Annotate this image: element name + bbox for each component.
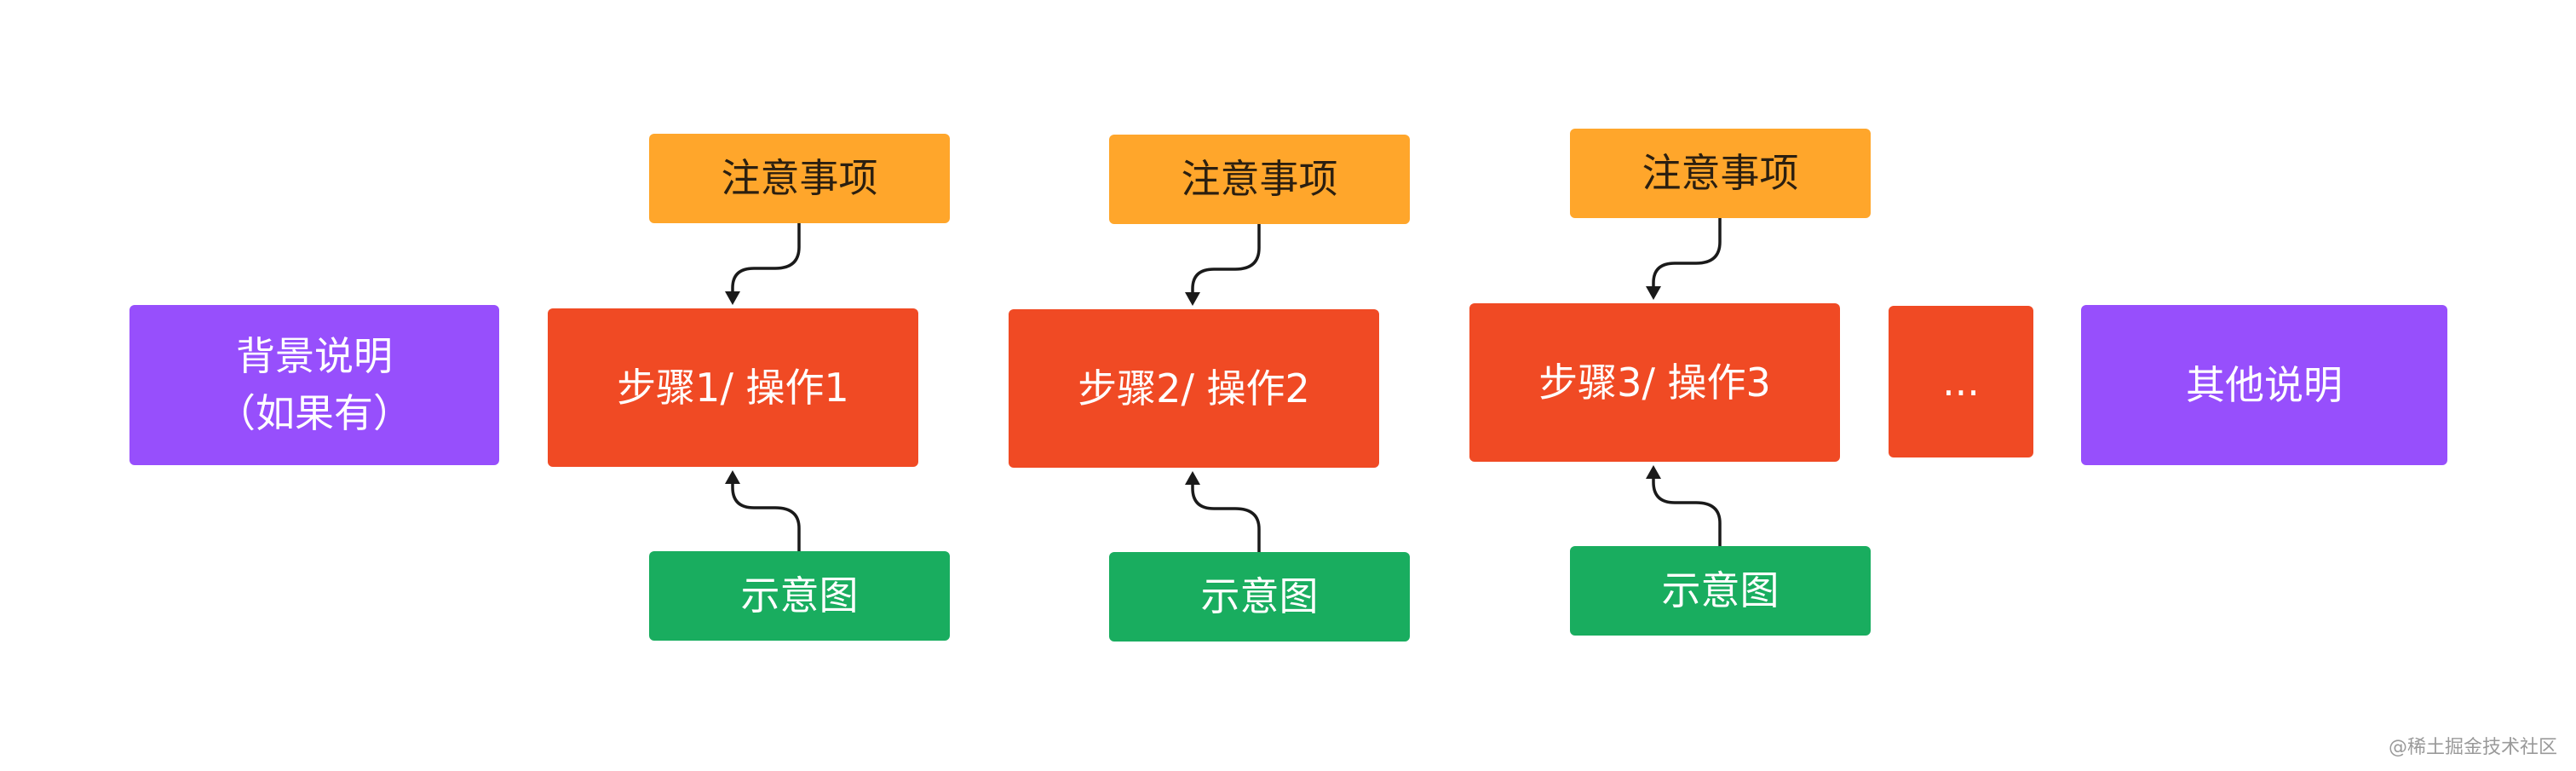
watermark: @稀土掘金技术社区 xyxy=(2388,737,2557,758)
note-label-2: 注意事项 xyxy=(1181,156,1338,203)
ellipsis-node: ... xyxy=(1889,306,2033,457)
arrowhead-note1-step1 xyxy=(725,291,740,305)
ellipsis-label: ... xyxy=(1942,358,1980,405)
note-node-2: 注意事项 xyxy=(1109,135,1410,224)
other-notes-node: 其他说明 xyxy=(2081,305,2447,465)
step-node-3: 步骤3/ 操作3 xyxy=(1469,303,1840,462)
step-label-2: 步骤2/ 操作2 xyxy=(1078,365,1310,411)
diagram-node-3: 示意图 xyxy=(1570,546,1871,636)
arrowhead-note2-step2 xyxy=(1185,292,1200,306)
arrowhead-note3-step3 xyxy=(1646,286,1661,300)
arrowhead-diagram3-step3 xyxy=(1646,465,1661,479)
background-label: 背景说明 （如果有） xyxy=(216,333,412,436)
note-label-3: 注意事项 xyxy=(1642,150,1799,197)
connector-note2-step2 xyxy=(1191,224,1261,296)
diagram-node-2: 示意图 xyxy=(1109,552,1410,642)
connector-note1-step1 xyxy=(731,223,801,295)
connector-diagram3-step3 xyxy=(1652,475,1722,546)
diagram-node-1: 示意图 xyxy=(649,551,950,641)
other-notes-label: 其他说明 xyxy=(2186,361,2343,408)
diagram-label-3: 示意图 xyxy=(1661,567,1780,614)
connector-diagram1-step1 xyxy=(731,480,801,551)
note-label-1: 注意事项 xyxy=(721,155,878,202)
step-label-1: 步骤1/ 操作1 xyxy=(617,364,849,411)
background-node: 背景说明 （如果有） xyxy=(129,305,499,465)
connector-diagram2-step2 xyxy=(1191,481,1261,552)
connector-note3-step3 xyxy=(1652,218,1722,290)
step-node-2: 步骤2/ 操作2 xyxy=(1009,309,1379,468)
step-label-3: 步骤3/ 操作3 xyxy=(1538,359,1771,406)
diagram-label-1: 示意图 xyxy=(740,572,859,619)
note-node-3: 注意事项 xyxy=(1570,129,1871,218)
note-node-1: 注意事项 xyxy=(649,134,950,223)
diagram-label-2: 示意图 xyxy=(1200,573,1319,620)
arrowhead-diagram1-step1 xyxy=(725,470,740,484)
step-node-1: 步骤1/ 操作1 xyxy=(548,308,918,467)
arrowhead-diagram2-step2 xyxy=(1185,471,1200,485)
